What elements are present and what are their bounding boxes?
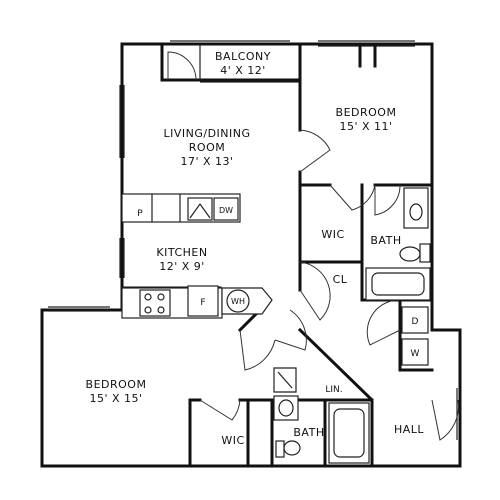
- bedroom-lower-dims: 15' X 15': [89, 392, 142, 405]
- balcony-label: BALCONY: [215, 50, 271, 63]
- kitchen-counters: P DW F WH: [121, 193, 273, 319]
- living-dining-dims: 17' X 13': [180, 155, 233, 168]
- kitchen-dims: 12' X 9': [159, 260, 205, 273]
- closet-label: CL: [333, 273, 348, 286]
- pantry-label: P: [137, 209, 143, 219]
- wic-lower-label: WIC: [221, 434, 244, 447]
- bedroom-upper-label: BEDROOM: [336, 106, 397, 119]
- water-heater-label: WH: [231, 297, 245, 306]
- hall-label: HALL: [394, 423, 424, 436]
- linen-label: LIN.: [325, 385, 342, 395]
- lower-bath-fixtures: [273, 367, 370, 464]
- living-dining-label-2: ROOM: [189, 141, 225, 154]
- room-labels: BEDROOM 15' X 11' LIVING/DINING ROOM 17'…: [86, 106, 424, 447]
- dishwasher-label: DW: [219, 206, 233, 215]
- bedroom-lower-label: BEDROOM: [86, 378, 147, 391]
- bath-lower-label: BATH: [293, 426, 324, 439]
- upper-bath-fixtures: [365, 187, 431, 301]
- balcony-dims: 4' X 12': [220, 64, 266, 77]
- dryer-label: D: [412, 317, 419, 327]
- bedroom-upper-dims: 15' X 11': [339, 120, 392, 133]
- door-swings: [199, 129, 459, 441]
- bath-upper-label: BATH: [370, 234, 401, 247]
- fridge-label: F: [200, 298, 205, 308]
- wic-upper-label: WIC: [321, 228, 344, 241]
- exterior-walls: [40, 42, 462, 468]
- washer-label: W: [411, 349, 420, 359]
- kitchen-label: KITCHEN: [156, 246, 207, 259]
- living-dining-label: LIVING/DINING: [163, 127, 250, 140]
- laundry: D W: [401, 306, 429, 366]
- windows: [48, 40, 458, 440]
- balcony: BALCONY 4' X 12': [160, 42, 302, 83]
